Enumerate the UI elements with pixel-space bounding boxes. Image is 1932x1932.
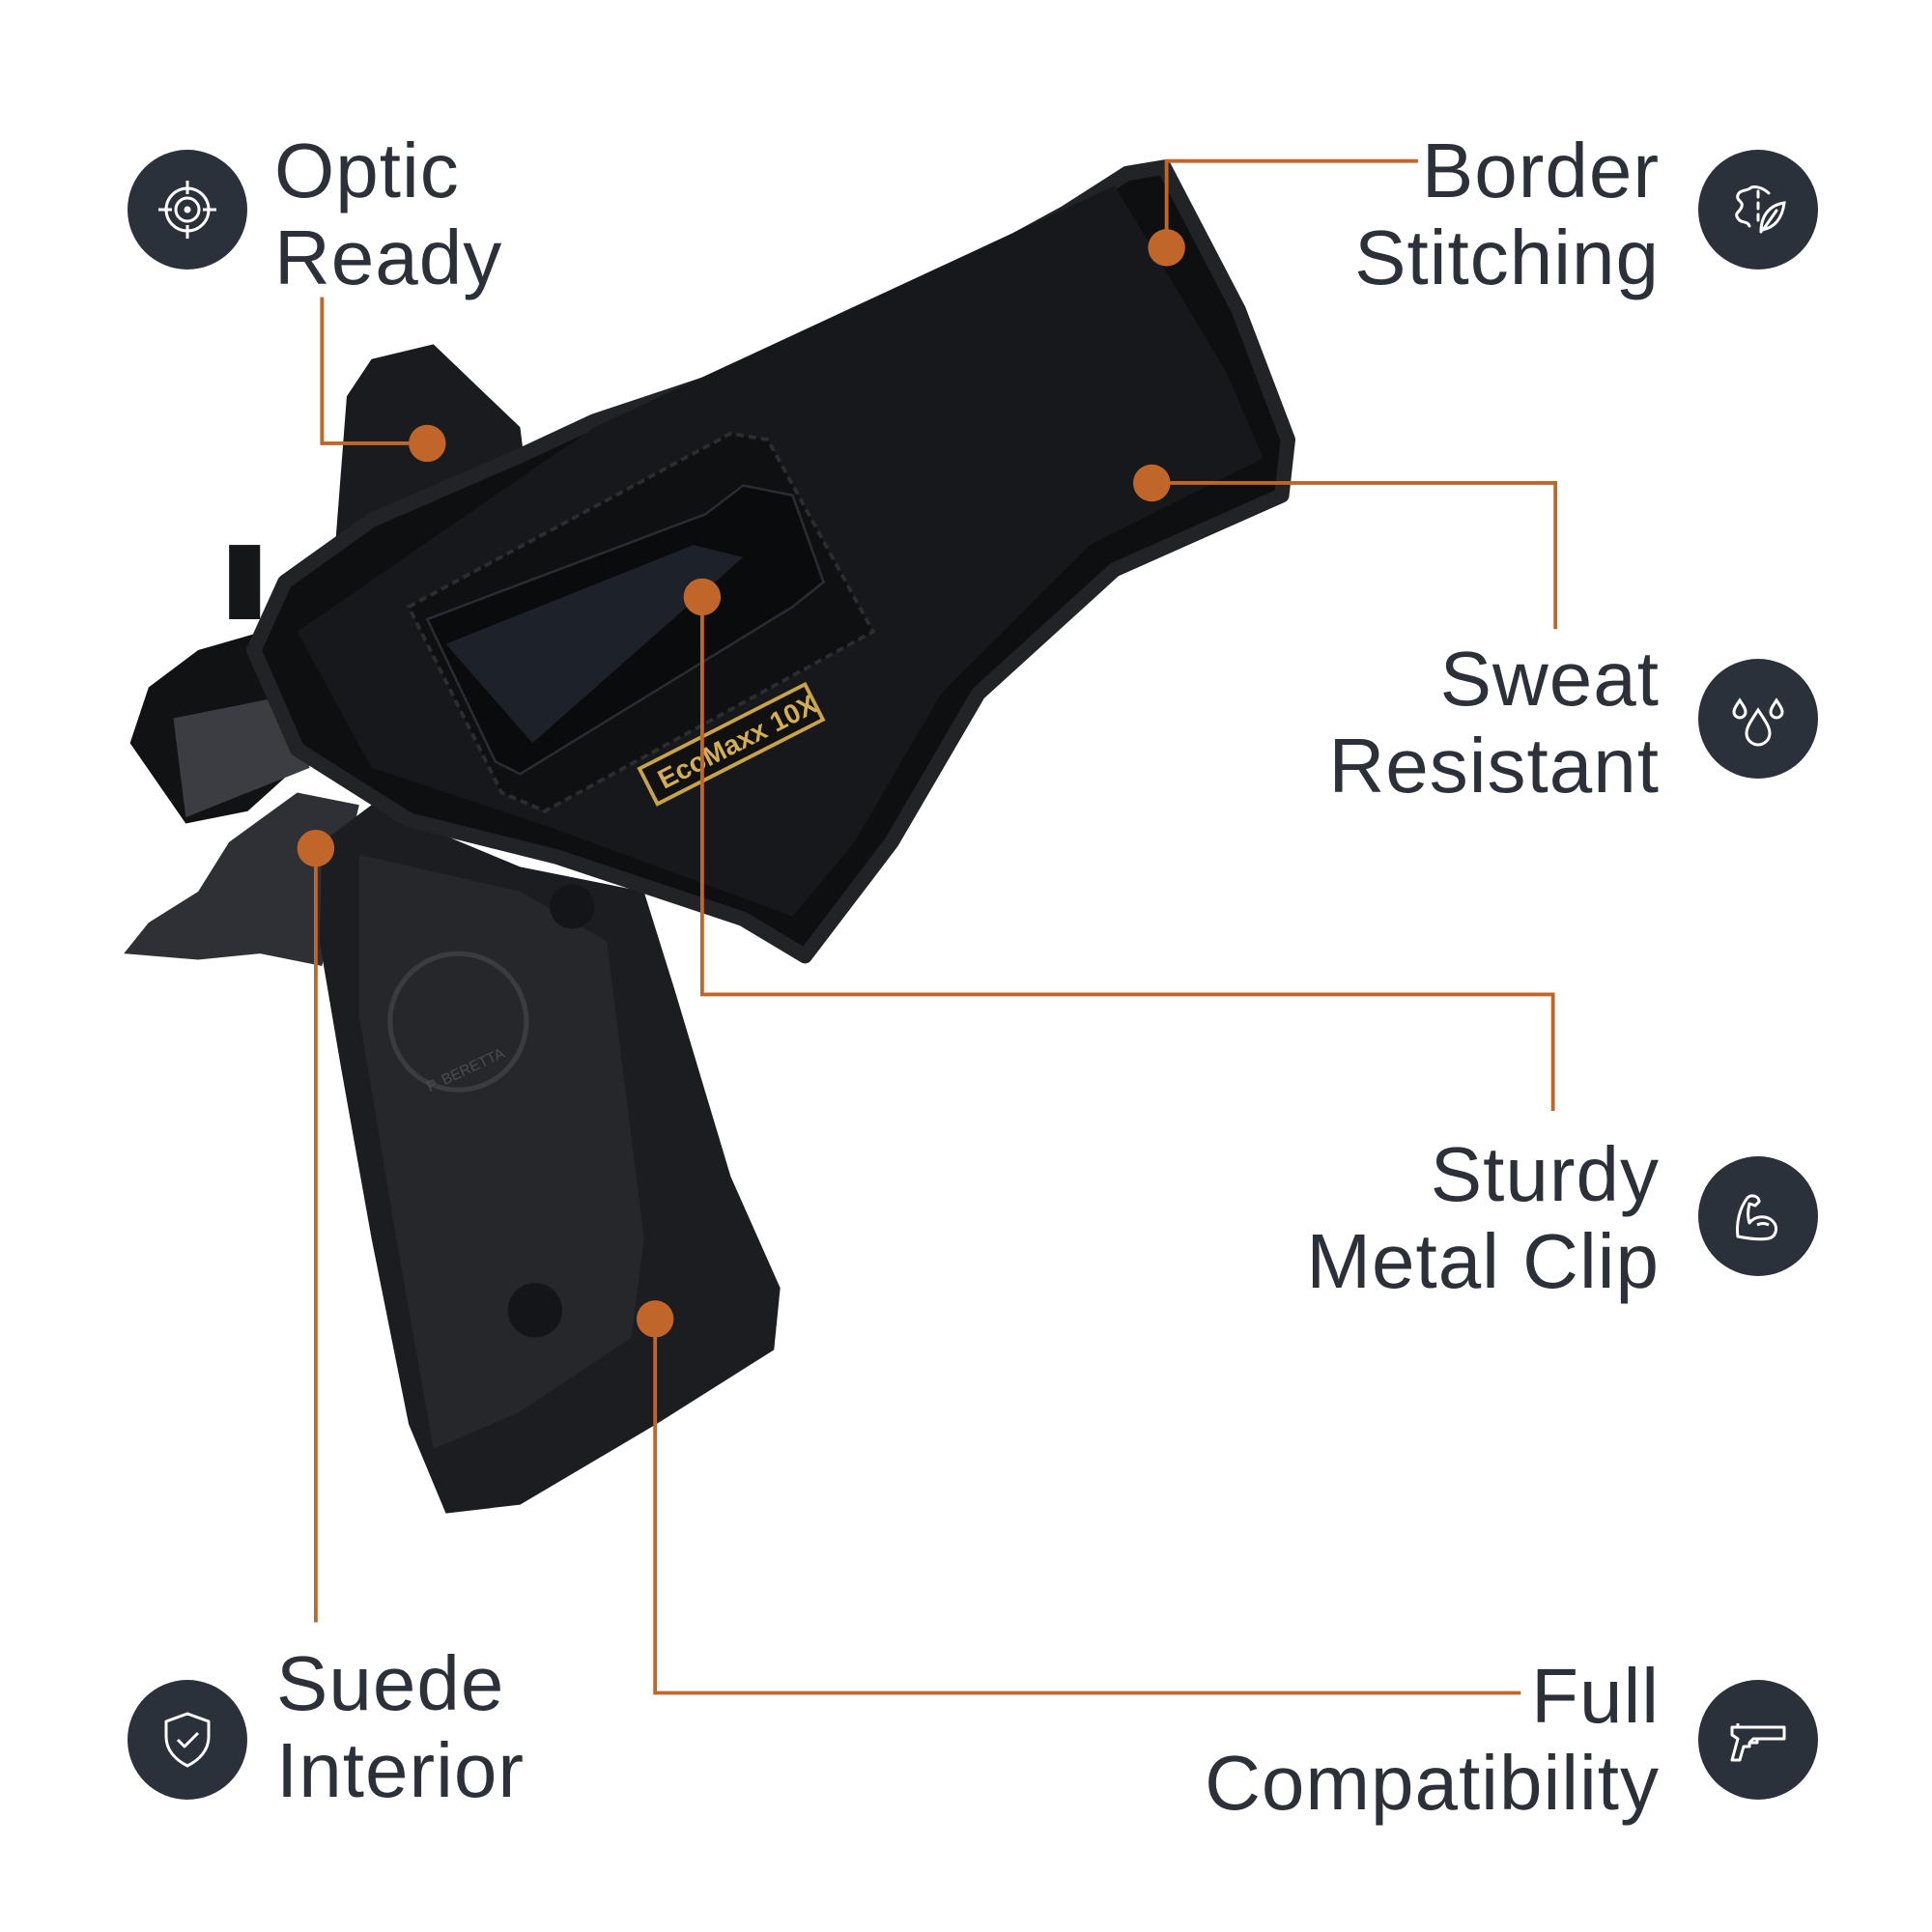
callout-line-border [1164,158,1418,248]
shield-check-icon [128,1680,247,1800]
water-drops-icon [1698,659,1818,779]
feature-title-line1: Optic [274,128,460,213]
feature-title-line2: Metal Clip [1306,1218,1660,1304]
feature-title-line2: Stitching [1354,214,1660,300]
feature-title-line2: Compatibility [1205,1740,1660,1826]
callout-dot-sweat [1133,464,1171,502]
flexed-arm-icon [1698,1156,1818,1276]
callout-line-full [653,1319,1521,1695]
callout-dot-sturdy [683,578,722,616]
leather-leaf-icon [1698,150,1818,270]
feature-title-line2: Ready [274,214,503,300]
callout-dot-full [636,1300,674,1338]
feature-title-line1: Border [1421,128,1660,213]
callout-dot-border [1148,229,1185,267]
callout-line-sturdy [699,596,1555,1111]
rear-sight [229,545,261,620]
callout-dot-suede [297,829,335,867]
feature-border-stitching: Border Stitching [1354,128,1660,301]
callout-line-sweat [1151,481,1558,630]
feature-title-line1: Suede [276,1640,505,1726]
feature-title-line1: Sweat [1439,636,1660,722]
feature-title-line1: Full [1531,1653,1660,1739]
callout-line-optic [320,297,428,445]
feature-full-compatibility: Full Compatibility [1205,1653,1660,1827]
feature-sturdy-metal-clip: Sturdy Metal Clip [1306,1131,1660,1305]
feature-sweat-resistant: Sweat Resistant [1329,636,1660,810]
feature-optic-ready: Optic Ready [274,128,502,301]
callout-lines [313,158,1558,1695]
callout-dot-optic [409,424,446,463]
crosshair-icon [128,150,247,270]
callout-dots [297,229,1185,1338]
feature-suede-interior: Suede Interior [276,1640,525,1814]
feature-title-line1: Sturdy [1430,1131,1660,1217]
grip-screw [507,1283,563,1338]
feature-title-line2: Resistant [1328,723,1660,809]
pistol-frame [124,792,359,966]
feature-title-line2: Interior [276,1727,525,1813]
pistol-icon [1698,1680,1818,1800]
